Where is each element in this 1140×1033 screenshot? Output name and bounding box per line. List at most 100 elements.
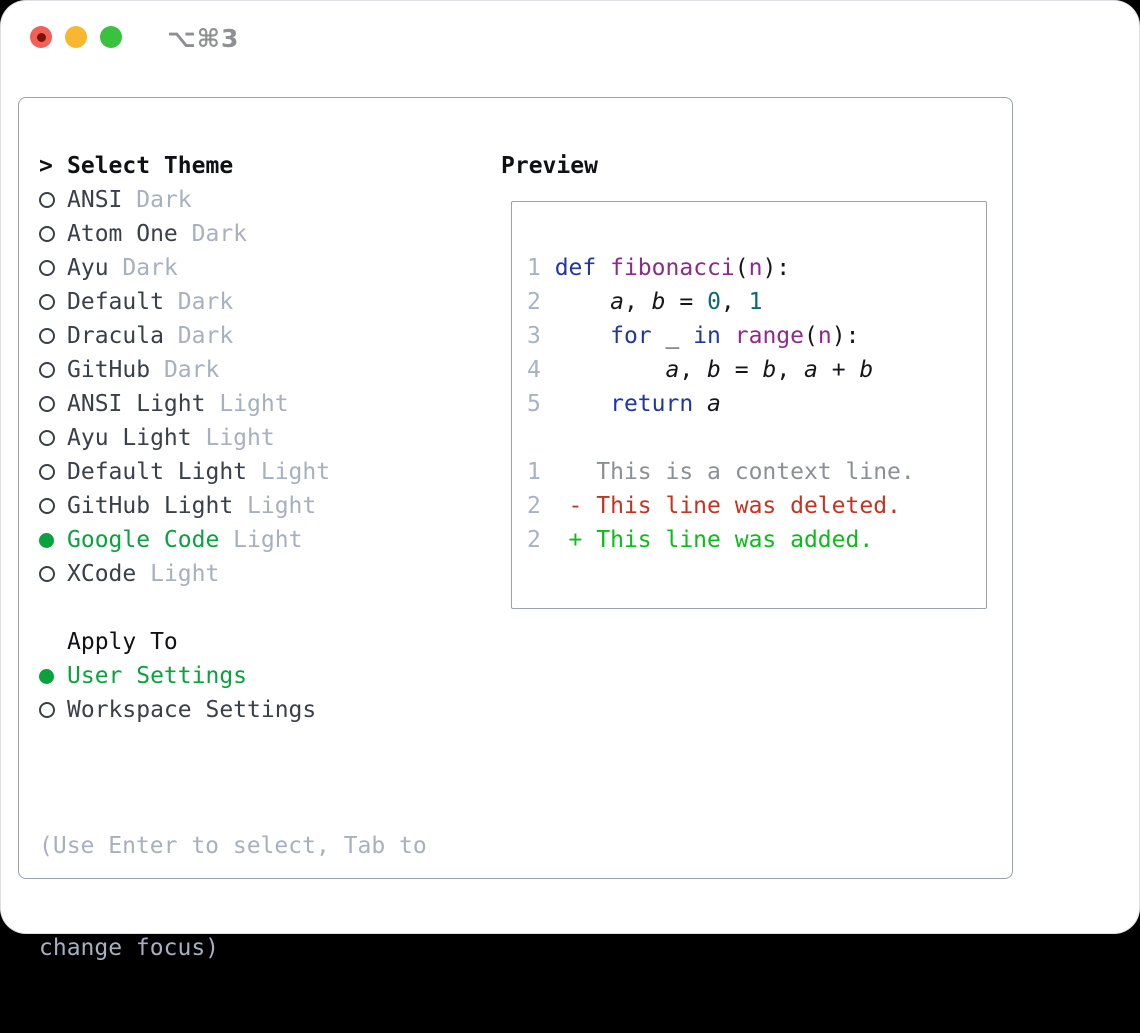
spacer	[39, 727, 499, 761]
apply-to-title: Apply To	[67, 629, 178, 655]
code-line: 2 + This line was added.	[527, 523, 978, 557]
theme-option-default-dark[interactable]: Default Dark	[39, 285, 499, 319]
apply-option-user-settings[interactable]: User Settings	[39, 659, 499, 693]
apply-to-header: Apply To	[39, 625, 499, 659]
theme-option-default-light-light[interactable]: Default Light Light	[39, 455, 499, 489]
theme-variant-label: Light	[219, 527, 303, 553]
token-pl: (	[734, 255, 749, 281]
radio-ring	[39, 498, 55, 514]
radio-ring	[39, 226, 55, 242]
token-pl	[721, 323, 735, 349]
token-add: + This line was added.	[540, 527, 874, 553]
token-pl	[555, 391, 610, 417]
theme-variant-label: Dark	[177, 221, 248, 247]
theme-option-xcode-light[interactable]: XCode Light	[39, 557, 499, 591]
minimize-button[interactable]	[65, 26, 87, 48]
theme-name: Dracula	[67, 323, 164, 349]
token-var: a	[804, 357, 818, 383]
close-button[interactable]	[30, 26, 52, 48]
theme-option-atom-one-dark[interactable]: Atom One Dark	[39, 217, 499, 251]
radio-ring	[39, 294, 55, 310]
token-lit: 0	[707, 289, 721, 315]
token-pl	[555, 289, 610, 315]
code-line: 3 for _ in range(n):	[527, 319, 978, 353]
code-line: 5 return a	[527, 387, 978, 421]
theme-option-ansi-dark[interactable]: ANSI Dark	[39, 183, 499, 217]
select-theme-title: Select Theme	[67, 153, 234, 179]
theme-variant-label: Dark	[163, 323, 234, 349]
theme-variant-label: Light	[205, 391, 289, 417]
token-pl	[555, 357, 666, 383]
token-pl: ,	[623, 289, 652, 315]
token-kw: def	[554, 255, 597, 281]
token-pl: =	[720, 357, 763, 383]
theme-option-google-code-light[interactable]: Google Code Light	[39, 523, 499, 557]
code-line: 1 def fibonacci(n):	[527, 251, 978, 285]
radio-selected-dot	[39, 668, 54, 684]
radio-selected-icon	[39, 532, 67, 548]
theme-option-ayu-dark[interactable]: Ayu Dark	[39, 251, 499, 285]
theme-option-github-dark[interactable]: GitHub Dark	[39, 353, 499, 387]
token-var: b	[707, 357, 721, 383]
token-pl: ,	[679, 357, 708, 383]
token-var: b	[859, 357, 874, 383]
token-var: b	[762, 357, 777, 383]
theme-option-github-light-light[interactable]: GitHub Light Light	[39, 489, 499, 523]
radio-ring	[39, 396, 55, 412]
token-lit: 1	[748, 289, 763, 315]
radio-ring	[39, 362, 55, 378]
radio-ring	[39, 566, 55, 582]
radio-icon	[39, 464, 67, 480]
apply-option-label: User Settings	[67, 663, 248, 689]
traffic-lights	[30, 26, 135, 48]
token-var: b	[651, 289, 666, 315]
token-fn: n	[817, 323, 832, 349]
token-var: a	[665, 357, 680, 383]
radio-icon	[39, 328, 67, 344]
radio-selected-icon	[39, 668, 67, 684]
radio-ring	[39, 430, 55, 446]
preview-header: Preview	[501, 149, 598, 183]
theme-name: GitHub Light	[67, 493, 234, 519]
theme-name: XCode	[67, 561, 137, 587]
radio-icon	[39, 362, 67, 378]
code-line: 2 - This line was deleted.	[527, 489, 978, 523]
token-num: 2	[527, 493, 541, 519]
theme-name: Ayu	[67, 255, 109, 281]
token-num: 4	[527, 357, 555, 383]
token-num: 3	[527, 323, 555, 349]
close-dot-icon	[36, 32, 46, 42]
token-kw: in	[693, 323, 721, 349]
token-num: 2	[527, 289, 555, 315]
theme-option-dracula-dark[interactable]: Dracula Dark	[39, 319, 499, 353]
theme-variant-label: Light	[233, 493, 317, 519]
radio-icon	[39, 430, 67, 446]
theme-variant-label: Light	[191, 425, 275, 451]
radio-selected-dot	[39, 532, 54, 548]
theme-option-ayu-light-light[interactable]: Ayu Light Light	[39, 421, 499, 455]
preview-title: Preview	[501, 153, 598, 179]
code-preview: 1 def fibonacci(n): 2 a, b = 0, 1 3 for _ …	[512, 202, 986, 557]
code-line: 1 This is a context line.	[527, 455, 978, 489]
theme-name: Google Code	[67, 527, 220, 553]
theme-option-ansi-light-light[interactable]: ANSI Light Light	[39, 387, 499, 421]
token-var: a	[610, 289, 624, 315]
token-pl: =	[665, 289, 708, 315]
token-pl: ):	[831, 323, 860, 349]
theme-variant-label: Dark	[163, 289, 234, 315]
token-kw: return	[610, 391, 694, 417]
token-pl	[555, 323, 610, 349]
radio-ring	[39, 702, 55, 718]
token-num: 1	[527, 255, 555, 281]
usage-hint-line2: change focus)	[39, 935, 220, 961]
theme-name: ANSI	[67, 187, 123, 213]
theme-name: GitHub	[67, 357, 151, 383]
token-pl: ):	[762, 255, 791, 281]
radio-icon	[39, 192, 67, 208]
theme-name: ANSI Light	[67, 391, 206, 417]
apply-option-workspace-settings[interactable]: Workspace Settings	[39, 693, 499, 727]
maximize-button[interactable]	[100, 26, 122, 48]
